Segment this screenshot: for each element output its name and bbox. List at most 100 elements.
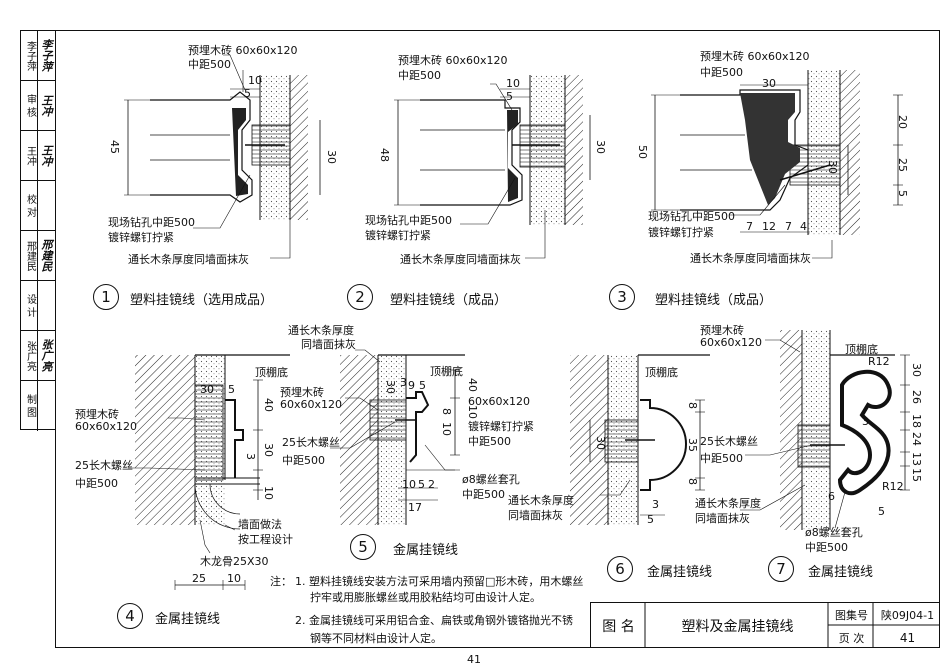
page-number: 41 — [467, 653, 481, 666]
dim-5-10c: 10 — [402, 478, 416, 491]
label-sleeve-7a: ø8螺丝套孔 — [805, 526, 863, 539]
label-brick-7b: 60x60x120 — [700, 336, 763, 349]
label-keel: 木龙骨25X30 — [200, 555, 269, 568]
label-brick-7a: 预埋木砖 — [700, 324, 744, 337]
label-ceiling-4: 顶棚底 — [255, 366, 288, 379]
dim-5-8: 8 — [440, 408, 453, 415]
detail-number-4: 4 — [117, 603, 143, 629]
sidebar-cell: 审 核王冲 — [21, 81, 56, 131]
sidebar-cell: 制 图 — [21, 381, 56, 431]
detail-5-drawing — [330, 349, 465, 525]
detail-title-2: 塑料挂镜线（成品） — [390, 293, 508, 308]
label-brick-2: 预埋木砖 60x60x120 — [398, 54, 508, 67]
dim-3-20: 20 — [896, 115, 909, 129]
label-brick-1: 预埋木砖 60x60x120 — [188, 44, 298, 57]
dim-1-10: 10 — [248, 74, 262, 87]
signature-sidebar: 李子萍李子萍 审 核王冲 王冲王冲 校 对 邢建民邢建民 设 计 张广亮张广亮 … — [20, 30, 56, 431]
detail-number-2: 2 — [347, 284, 373, 310]
detail-title-6: 金属挂镜线 — [647, 565, 713, 580]
label-screw-7a: 25长木螺丝 — [700, 435, 758, 448]
dim-1-30: 30 — [325, 150, 338, 164]
dim-6-30: 30 — [594, 436, 607, 450]
dim-5-30: 30 — [384, 380, 397, 394]
sidebar-cell: 张广亮张广亮 — [21, 331, 56, 381]
detail-number-5: 5 — [350, 534, 376, 560]
note-2a: 2. 金属挂镜线可采用铝合金、扁铁或角钢外镀铬抛光不锈 — [295, 614, 573, 627]
detail-number-1: 1 — [93, 284, 119, 310]
sidebar-cell: 校 对 — [21, 181, 56, 231]
label-strip-6b: 同墙面抹灰 — [508, 509, 563, 522]
dim-6-5: 5 — [647, 513, 654, 526]
dim-6-3: 3 — [652, 498, 659, 511]
label-spacing-3: 中距500 — [700, 66, 743, 79]
label-strip-2: 通长木条厚度同墙面抹灰 — [400, 253, 521, 266]
dim-2-10: 10 — [506, 77, 520, 90]
dim-4-3: 3 — [244, 453, 257, 460]
label-screw-1: 镀锌螺钉拧紧 — [108, 231, 174, 244]
drawing-frame — [55, 30, 940, 648]
titleblock-name-label: 图 名 — [602, 619, 635, 635]
dim-3-30: 30 — [762, 77, 776, 90]
detail-title-7: 金属挂镜线 — [808, 565, 874, 580]
dim-7-r12: R12 — [868, 355, 890, 368]
detail-number-7: 7 — [768, 556, 794, 582]
dim-3-b12: 12 — [762, 220, 776, 233]
dim-3-5: 5 — [896, 190, 909, 197]
dim-5-5b: 5 — [418, 478, 425, 491]
dim-7-30: 30 — [910, 363, 923, 377]
dim-7-r12b: R12 — [882, 480, 904, 493]
label-screw-5c: 镀锌螺钉拧紧 — [468, 420, 534, 433]
label-screw-4b: 中距500 — [75, 477, 118, 490]
label-brick-4a: 预埋木砖 — [75, 408, 119, 421]
label-spacing-1: 中距500 — [188, 58, 231, 71]
detail-title-4: 金属挂镜线 — [155, 612, 221, 627]
label-sleeve-5a: ø8螺丝套孔 — [462, 473, 520, 486]
dim-4-30: 30 — [200, 383, 214, 396]
label-brick-5b: 60x60x120 — [280, 398, 343, 411]
label-wallfin-1: 墙面做法 — [238, 518, 282, 531]
titleblock-page: 41 — [899, 630, 916, 645]
detail-3-drawing — [651, 70, 903, 259]
label-spacing-2: 中距500 — [398, 69, 441, 82]
label-screw-7b: 中距500 — [700, 452, 743, 465]
title-block: 图 名 塑料及金属挂镜线 图集号 陕09J04-1 页 次 41 — [590, 602, 940, 648]
dim-5-2: 2 — [428, 478, 435, 491]
detail-6-drawing — [570, 354, 710, 525]
dim-7-15: 15 — [910, 468, 923, 482]
dim-5-10b: 10 — [466, 405, 479, 419]
titleblock-name: 塑料及金属挂镜线 — [681, 619, 794, 635]
label-brick-5a: 预埋木砖 — [280, 386, 324, 399]
titleblock-lines — [644, 602, 940, 648]
label-strip-7b: 同墙面抹灰 — [695, 512, 750, 525]
label-strip-5b: 同墙面抹灰 — [301, 338, 356, 351]
dim-4-5: 5 — [228, 383, 235, 396]
sidebar-cell: 邢建民邢建民 — [21, 231, 56, 281]
note-2b: 钢等不同材料由设计人定。 — [310, 632, 442, 645]
dim-4-40: 40 — [262, 398, 275, 412]
label-brick-5c: 60x60x120 — [468, 395, 531, 408]
dim-2-48: 48 — [378, 148, 391, 162]
detail-title-5: 金属挂镜线 — [393, 543, 459, 558]
dim-7-13: 13 — [910, 452, 923, 466]
dim-2-5: 5 — [506, 90, 513, 103]
titleblock-atlas-number: 陕09J04-1 — [880, 608, 935, 622]
dim-3-b7b: 7 — [785, 220, 792, 233]
label-screw-5b: 中距500 — [282, 454, 325, 467]
label-strip-7a: 通长木条厚度 — [695, 497, 761, 510]
label-strip-3: 通长木条厚度同墙面抹灰 — [690, 252, 811, 265]
dim-3-b7: 7 — [746, 220, 753, 233]
dim-3-b4: 4 — [800, 220, 807, 233]
dim-5-17: 17 — [408, 501, 422, 514]
dim-3-50: 50 — [636, 145, 649, 159]
dim-5-10: 10 — [440, 422, 453, 436]
dim-5-3: 3 — [400, 376, 407, 389]
dim-6-8: 8 — [686, 402, 699, 409]
dim-2-30: 30 — [594, 140, 607, 154]
label-sleeve-7b: 中距500 — [805, 541, 848, 554]
detail-2-drawing — [394, 75, 591, 259]
dim-7-3: 3 — [862, 415, 869, 428]
label-strip-5a: 通长木条厚度 — [288, 324, 354, 337]
detail-title-3: 塑料挂镜线（成品） — [655, 293, 773, 308]
dim-1-45: 45 — [108, 140, 121, 154]
